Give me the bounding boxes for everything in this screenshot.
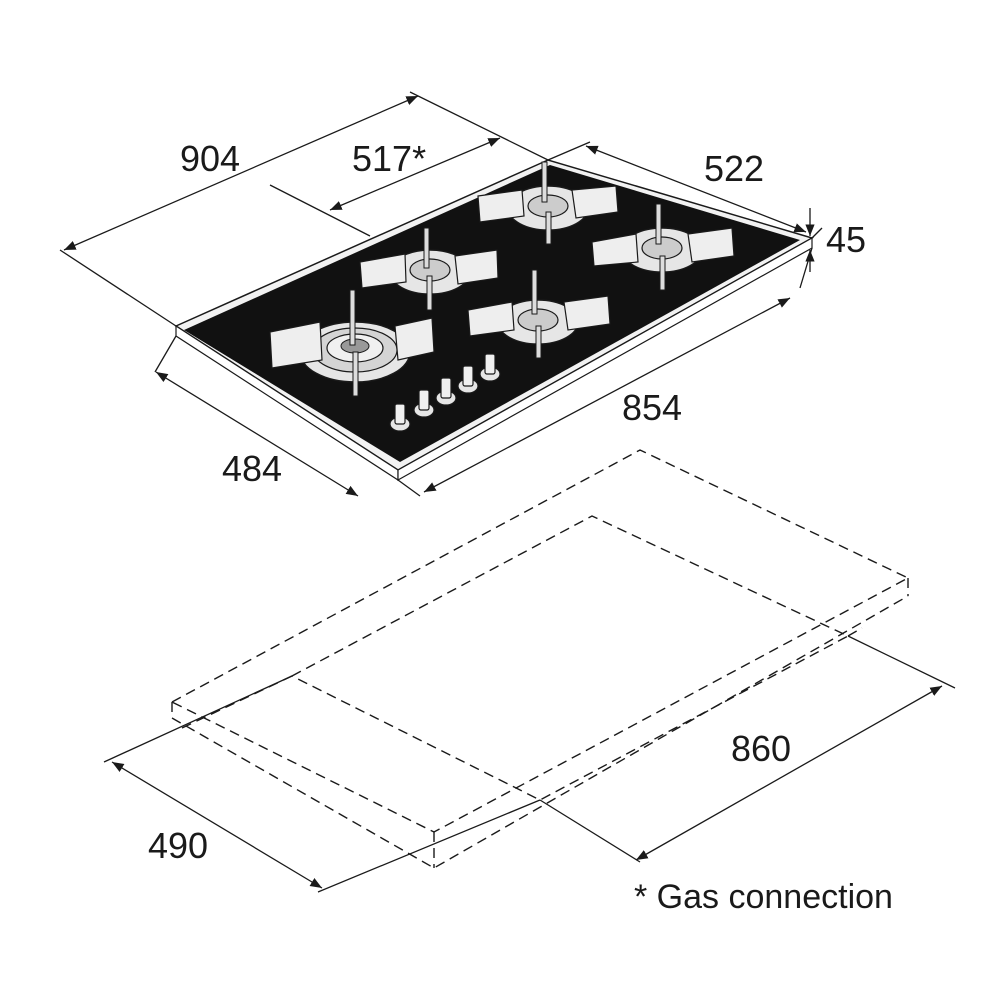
burner-back-left	[359, 227, 499, 311]
cutout-dimension-lines	[103, 635, 956, 893]
dim-line-484	[155, 371, 359, 497]
dimension-label-522: 522	[704, 148, 765, 189]
dimension-label-490: 490	[148, 825, 209, 866]
dimension-label-854: 854	[622, 387, 683, 428]
hob-dimension-lines	[59, 91, 823, 497]
burner-right	[591, 203, 735, 291]
gas-connection-footnote: * Gas connection	[634, 878, 893, 916]
control-knob	[389, 403, 411, 432]
dimension-label-484: 484	[222, 448, 283, 489]
dimension-label-904: 904	[180, 138, 241, 179]
dimension-label-517: 517*	[352, 138, 427, 179]
dim-line-490	[111, 761, 323, 889]
dim-line-522	[585, 145, 807, 233]
burner-back-center	[477, 161, 619, 245]
dim-line-860	[635, 685, 943, 861]
dim-line-904	[63, 95, 419, 251]
dim-line-517	[329, 137, 501, 211]
dim-line-854	[423, 297, 791, 493]
cutout-outline	[170, 449, 910, 869]
dimension-label-45: 45	[826, 219, 867, 260]
wok-burner	[269, 289, 435, 397]
hob	[174, 159, 814, 482]
dimension-label-860: 860	[731, 728, 792, 769]
